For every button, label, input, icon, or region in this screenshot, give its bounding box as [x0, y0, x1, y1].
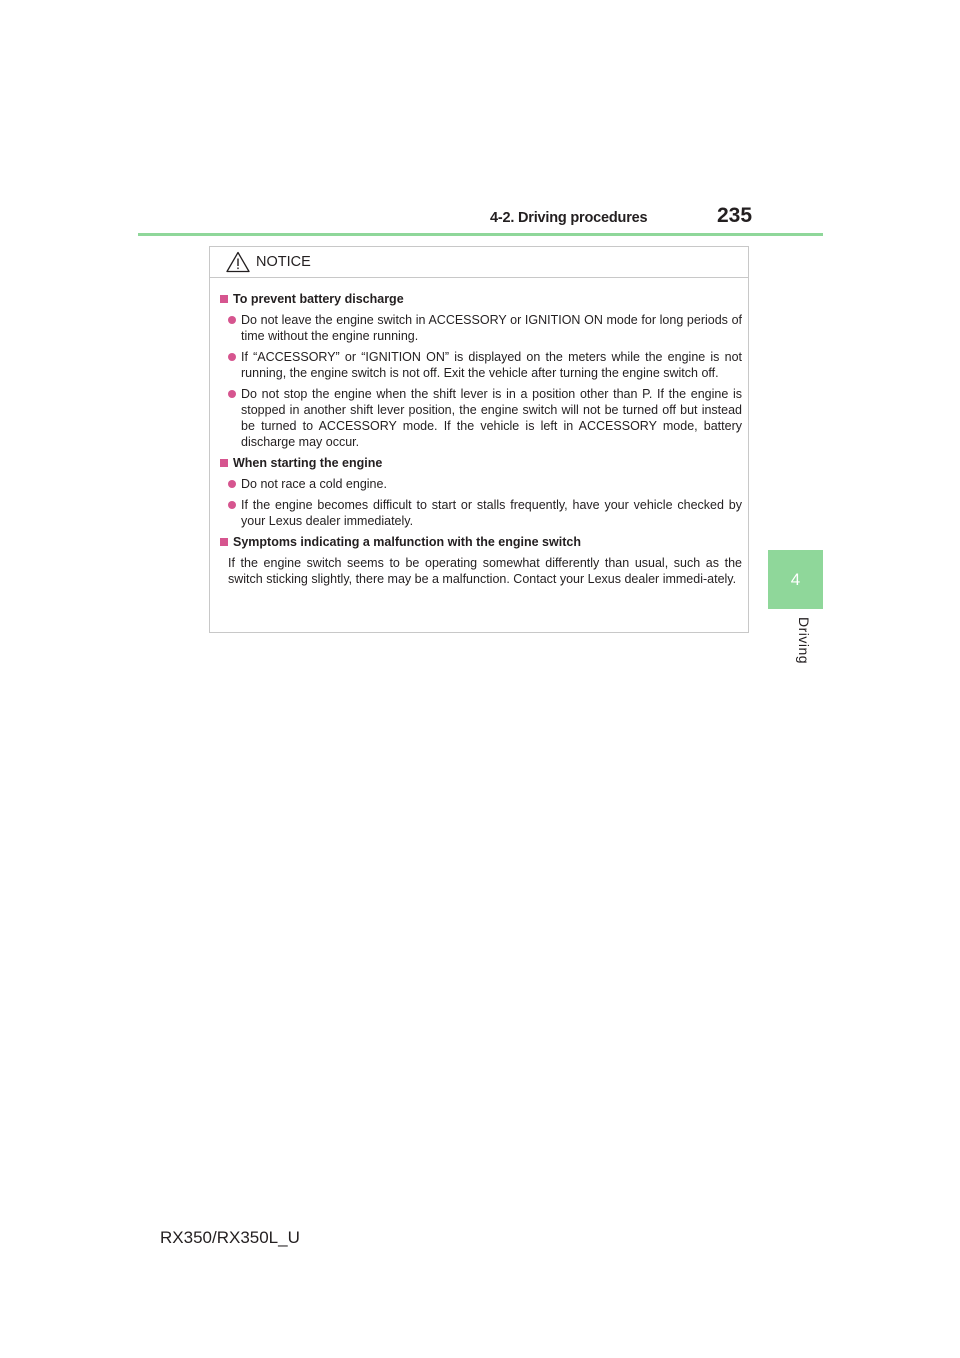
section-paragraph: If the engine switch seems to be operati… [228, 556, 742, 586]
list-item-text: If the engine becomes difficult to start… [241, 498, 742, 528]
list-item-text: Do not stop the engine when the shift le… [241, 387, 742, 449]
list-item: Do not race a cold engine. [228, 476, 742, 492]
section-heading: To prevent battery discharge [220, 291, 742, 307]
section-heading-text: Symptoms indicating a malfunction with t… [233, 535, 581, 549]
list-item-text: Do not leave the engine switch in ACCESS… [241, 313, 742, 343]
square-bullet-icon [220, 295, 228, 303]
circle-bullet-icon [228, 316, 236, 324]
list-item: Do not stop the engine when the shift le… [228, 386, 742, 450]
notice-box: NOTICE To prevent battery discharge Do n… [209, 246, 749, 633]
header-rule [138, 233, 823, 236]
chapter-number: 4 [790, 569, 801, 589]
circle-bullet-icon [228, 353, 236, 361]
list-item: Do not leave the engine switch in ACCESS… [228, 312, 742, 344]
warning-triangle-icon [226, 251, 250, 273]
notice-body: To prevent battery discharge Do not leav… [210, 278, 748, 587]
notice-header: NOTICE [210, 247, 748, 278]
circle-bullet-icon [228, 390, 236, 398]
notice-title: NOTICE [256, 254, 311, 270]
square-bullet-icon [220, 459, 228, 467]
running-header-section: 4-2. Driving procedures [490, 210, 648, 226]
list-item: If the engine becomes difficult to start… [228, 497, 742, 529]
chapter-tab: 4 [768, 550, 823, 609]
list-item-text: If “ACCESSORY” or “IGNITION ON” is displ… [241, 350, 742, 380]
section-heading-text: When starting the engine [233, 456, 383, 470]
list-item: If “ACCESSORY” or “IGNITION ON” is displ… [228, 349, 742, 381]
footer-model-code: RX350/RX350L_U [160, 1228, 300, 1247]
list-item-text: Do not race a cold engine. [241, 477, 387, 491]
square-bullet-icon [220, 538, 228, 546]
circle-bullet-icon [228, 501, 236, 509]
section-heading-text: To prevent battery discharge [233, 292, 404, 306]
section-heading: When starting the engine [220, 455, 742, 471]
page-number: 235 [717, 204, 753, 227]
chapter-label: Driving [796, 617, 812, 665]
section-heading: Symptoms indicating a malfunction with t… [220, 534, 742, 550]
circle-bullet-icon [228, 480, 236, 488]
